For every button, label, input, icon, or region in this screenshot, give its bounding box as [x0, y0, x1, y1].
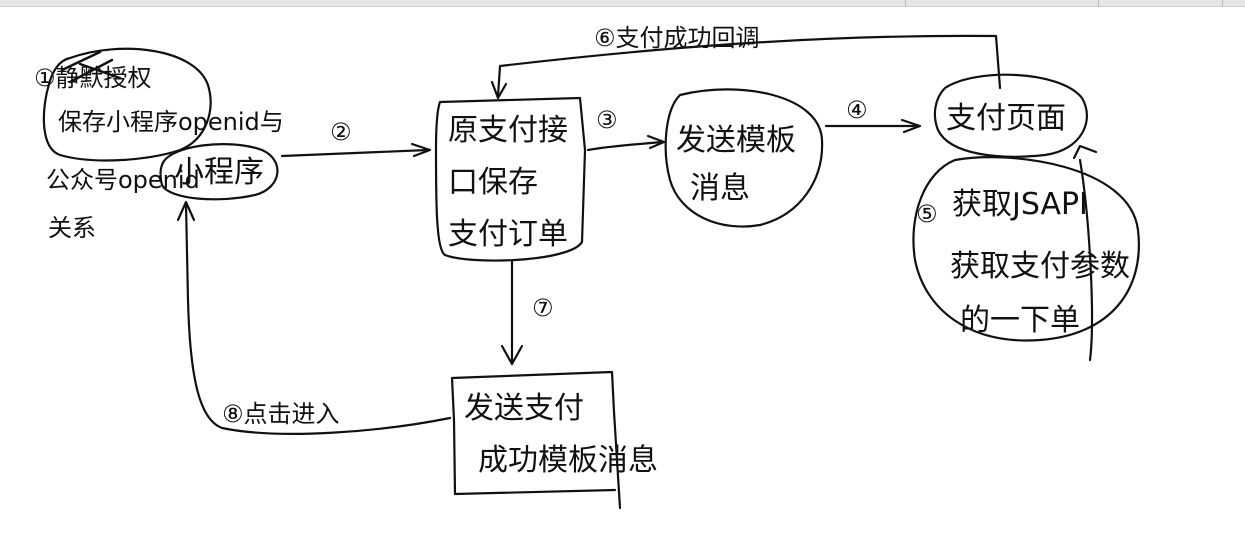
edge-7-arrowhead: [500, 344, 524, 366]
tab-separator: [1098, 0, 1099, 6]
send-template-line1: 发送模板: [676, 123, 796, 158]
edge-6-label: ⑥支付成功回调: [594, 24, 760, 52]
edge-2-label: ②: [330, 118, 352, 146]
edge-5-arrowhead: [1072, 144, 1098, 160]
send-template-line2: 消息: [690, 171, 750, 206]
mini-program-outline: [159, 143, 279, 201]
window-top-bar: [0, 0, 1245, 7]
node-pay-page: 支付页面: [933, 73, 1088, 158]
edge-8-arrowhead: [176, 200, 196, 222]
edge-2: ②: [280, 118, 432, 158]
node-pay-success-msg: 发送支付 成功模板消息: [450, 370, 658, 510]
node-order-interface: 原支付接 口保存 支付订单: [434, 96, 587, 262]
send-template-outline: [664, 88, 824, 228]
edge-8-label: ⑧点击进入: [222, 400, 340, 428]
edge-3-arrowhead: [646, 134, 666, 150]
edge-4-arrowhead: [900, 118, 922, 134]
node-mini-program: 小程序: [159, 143, 279, 201]
node-send-template: 发送模板 消息: [664, 88, 824, 228]
order-interface-outline: [434, 96, 587, 262]
edge-2-line: [280, 148, 430, 158]
openid-note-line2: 保存小程序openid与: [58, 108, 284, 136]
edge-6-line: [496, 34, 1002, 98]
edge-4-label: ④: [846, 96, 868, 124]
order-interface-line2: 口保存: [448, 165, 538, 200]
edge-5: ⑤: [916, 144, 1098, 362]
order-interface-line3: 支付订单: [448, 217, 568, 252]
edge-6-arrowhead: [490, 80, 508, 100]
edge-2-arrowhead: [410, 142, 432, 158]
edge-6: ⑥支付成功回调: [490, 24, 1002, 100]
pay-success-msg-line2: 成功模板消息: [478, 443, 658, 478]
edge-5-line: [1078, 158, 1094, 362]
edge-7: ⑦: [500, 260, 554, 366]
openid-note-outline: [42, 47, 212, 162]
openid-note-scribble: [60, 50, 122, 84]
pay-success-msg-line1: 发送支付: [464, 391, 584, 426]
order-interface-line1: 原支付接: [448, 113, 568, 148]
pay-page-label: 支付页面: [946, 101, 1066, 136]
edge-3: ③: [586, 106, 666, 152]
fetch-params-outline: [912, 156, 1140, 342]
tab-separator: [905, 0, 906, 6]
edge-5-label: ⑤: [916, 200, 938, 228]
openid-note-line3: 公众号openid: [46, 166, 200, 194]
edge-3-label: ③: [596, 106, 618, 134]
openid-note-line4: 关系: [48, 214, 96, 242]
tab-separator: [1222, 0, 1223, 6]
fetch-params-line1: 获取JSAPI: [952, 187, 1088, 222]
fetch-params-line2: 获取支付参数: [950, 249, 1130, 284]
mini-program-label: 小程序: [174, 155, 264, 190]
node-fetch-params: 获取JSAPI 获取支付参数 的一下单: [912, 156, 1140, 342]
pay-page-outline: [933, 73, 1088, 158]
edge-8: ⑧点击进入: [176, 200, 452, 435]
edge-3-line: [586, 140, 664, 152]
edge-4: ④: [824, 96, 922, 134]
openid-note: ①静默授权 保存小程序openid与 公众号openid 关系: [34, 47, 284, 242]
pay-success-msg-outline: [450, 370, 622, 510]
edge-7-label: ⑦: [532, 294, 554, 322]
fetch-params-line3: 的一下单: [960, 303, 1080, 338]
edge-8-line: [184, 202, 452, 435]
